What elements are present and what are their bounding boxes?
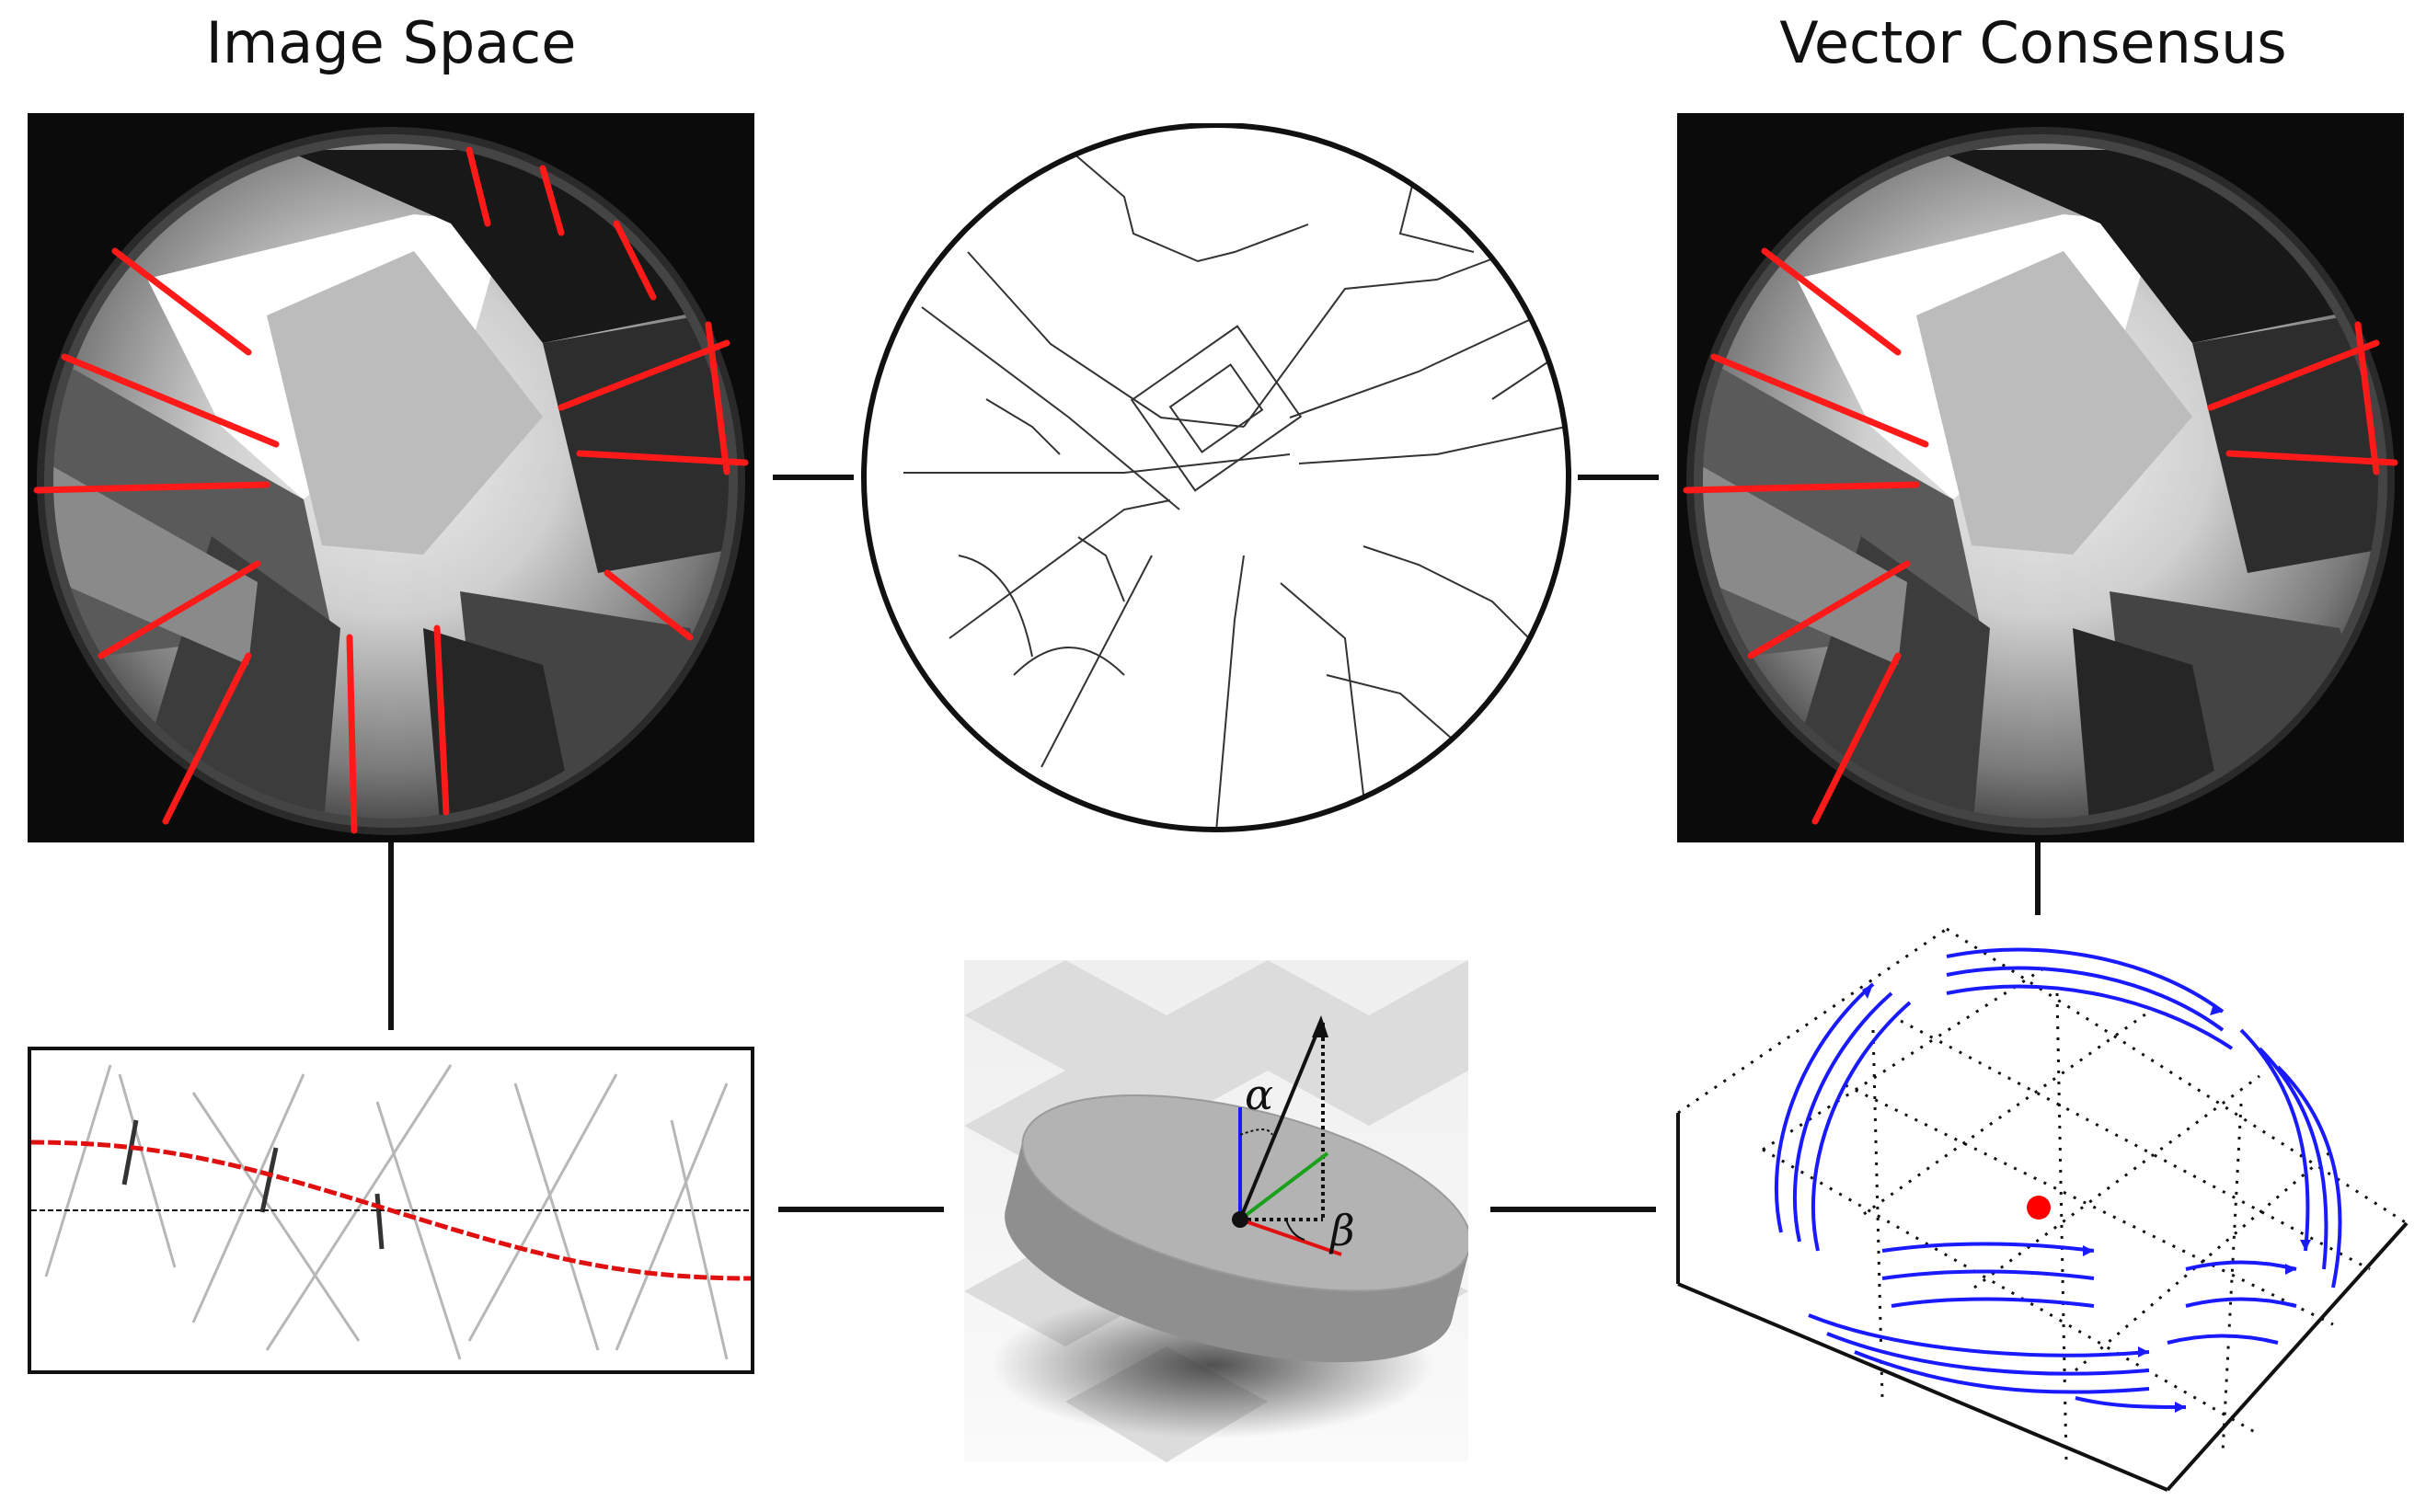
right-fisheye-image [1677,113,2404,842]
hough-red-sinusoid [30,1140,752,1281]
black-vector [1238,1022,1323,1220]
disc-render: α β [964,960,1468,1462]
red-axis [1239,1218,1342,1256]
vector-arrows [1774,947,2342,1409]
vector-arrowhead [1312,1015,1328,1037]
title-image-space: Image Space [205,9,577,76]
beta-label: β [1328,1206,1355,1255]
hough-accumulator-plot [28,1047,754,1374]
alpha-label: α [1245,1070,1273,1119]
connector-disc-sphere [1490,1207,1656,1212]
title-vector-consensus: Vector Consensus [1779,9,2287,76]
connector-left-center [773,475,854,480]
connector-right-down [2035,842,2041,915]
left-fisheye-image [28,113,754,842]
connector-center-right [1578,475,1659,480]
connector-left-down [388,842,394,1030]
consensus-point [2027,1196,2051,1220]
sphere-vector-plot [1671,920,2416,1499]
connector-hough-disc [778,1207,944,1212]
center-edge-sketch [848,123,1584,850]
green-axis [1238,1151,1329,1221]
